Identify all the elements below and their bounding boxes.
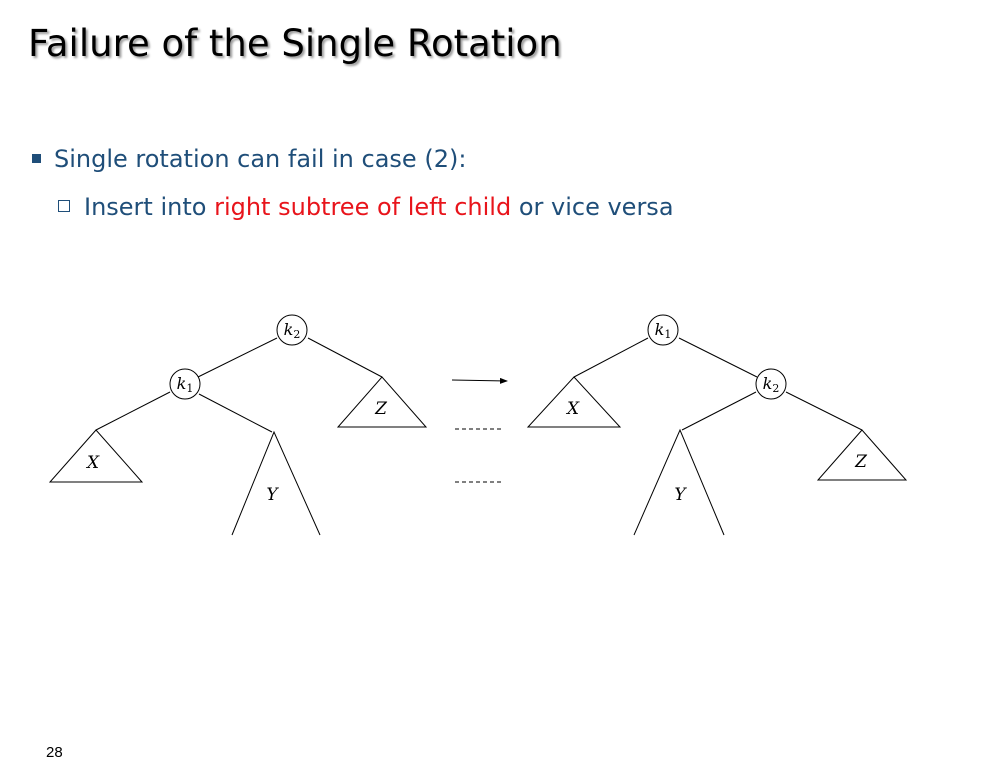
subbullet-prefix: Insert into bbox=[84, 193, 215, 221]
subbullet-highlight: right subtree of left child bbox=[214, 193, 512, 221]
left-tree: k2 k1 Z X Y bbox=[48, 314, 428, 536]
left-subtree-y bbox=[231, 430, 321, 536]
left-subtree-x bbox=[48, 429, 144, 483]
right-subtree-z bbox=[816, 429, 908, 481]
right-child-label: k2 bbox=[763, 374, 780, 395]
left-root-label: k2 bbox=[284, 320, 301, 341]
right-label-y: Y bbox=[674, 485, 687, 505]
left-label-y: Y bbox=[266, 485, 279, 505]
right-root-label: k1 bbox=[655, 320, 672, 341]
page-number: 28 bbox=[46, 744, 63, 761]
right-subtree-y bbox=[633, 428, 725, 536]
right-node-root bbox=[647, 314, 679, 346]
left-label-z: Z bbox=[374, 399, 388, 419]
right-edge-child-y bbox=[681, 391, 757, 431]
left-subtree-z bbox=[336, 376, 428, 428]
right-edge-root-x bbox=[573, 337, 649, 378]
right-label-x: X bbox=[565, 399, 580, 419]
left-edge-child-x bbox=[95, 391, 171, 431]
bullet-square-icon bbox=[32, 153, 41, 163]
subbullet-box-icon bbox=[58, 200, 70, 212]
bullet-text: Single rotation can fail in case (2): bbox=[54, 145, 467, 173]
right-node-child bbox=[755, 368, 787, 400]
right-edge-root-child bbox=[678, 337, 758, 378]
subbullet-item: Insert into right subtree of left child … bbox=[58, 193, 674, 221]
transition-marks bbox=[451, 377, 508, 483]
right-tree: k1 k2 X Z Y bbox=[526, 314, 908, 536]
left-node-root bbox=[276, 314, 308, 346]
left-edge-root-z bbox=[307, 337, 383, 378]
left-edge-child-y bbox=[198, 393, 273, 433]
right-edge-child-z bbox=[785, 391, 863, 431]
left-edge-root-child bbox=[197, 337, 278, 378]
left-child-label: k1 bbox=[177, 374, 194, 395]
subbullet-suffix: or vice versa bbox=[511, 193, 674, 221]
bullet-item: Single rotation can fail in case (2): bbox=[32, 145, 466, 173]
left-node-child bbox=[169, 368, 201, 400]
left-label-x: X bbox=[85, 453, 100, 473]
right-label-z: Z bbox=[854, 452, 868, 472]
right-subtree-x bbox=[526, 376, 622, 428]
rotation-arrow bbox=[451, 377, 508, 384]
slide-title: Failure of the Single Rotation bbox=[28, 22, 562, 65]
